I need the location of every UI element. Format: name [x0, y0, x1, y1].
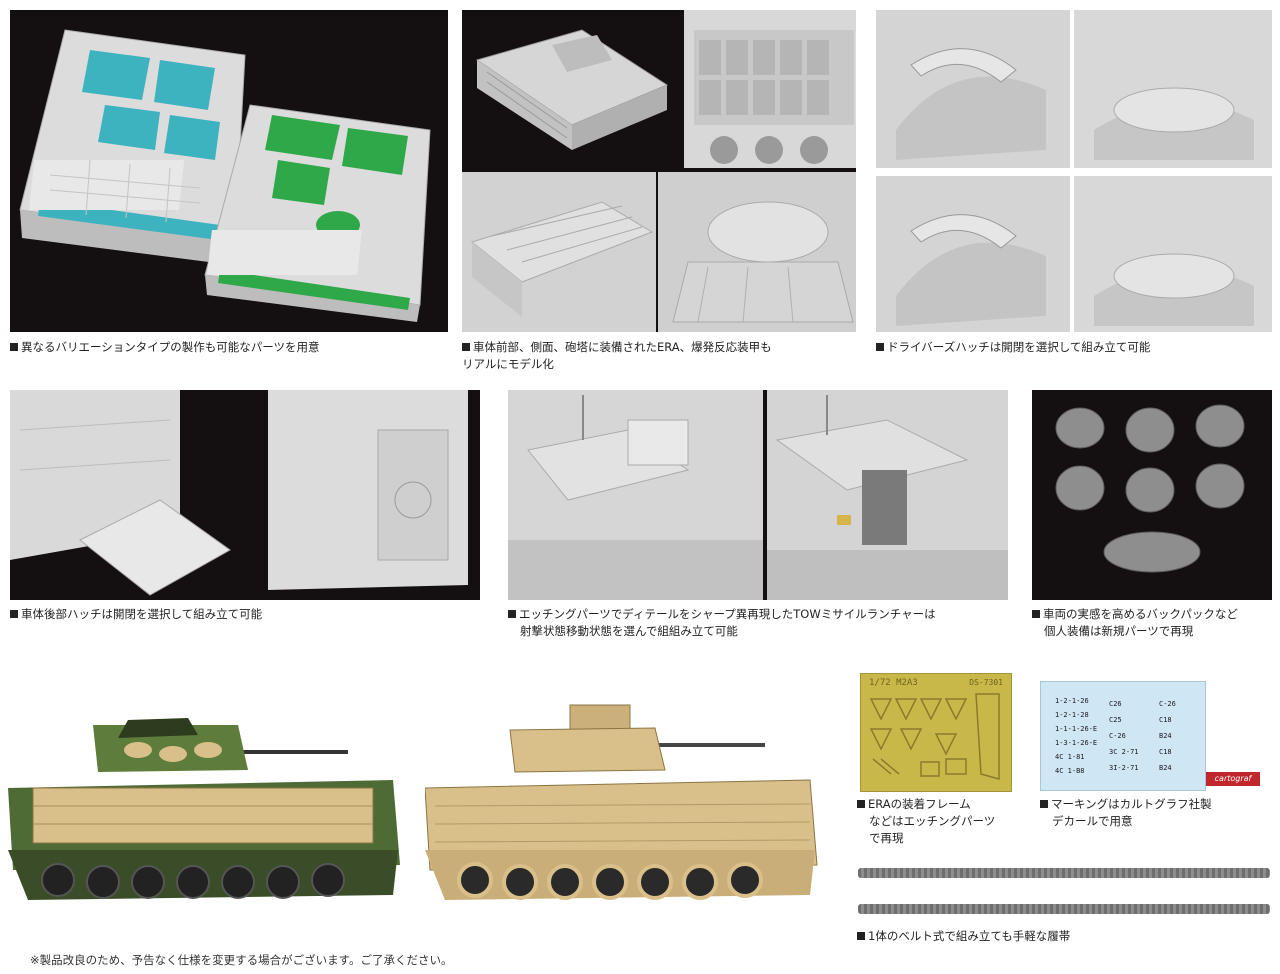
decal-col-left: 1-2-1-26 1-2-1-28 1-1-1-26-E 1-3-1-26-E … — [1055, 697, 1098, 775]
desert-profile — [425, 700, 820, 905]
etching-sheet-title: 1/72 M2A3 — [869, 678, 918, 688]
tow-panel — [508, 390, 1008, 600]
caption-backpack: 車両の実感を高めるバックパックなど 個人装備は新規パーツで再現 — [1032, 606, 1238, 640]
caption-variation: 異なるバリエーションタイプの製作も可能なパーツを用意 — [10, 339, 320, 356]
bullet-square-icon — [508, 610, 516, 618]
caption-marking: マーキングはカルトグラフ社製 デカールで用意 — [1040, 796, 1212, 830]
green-variant-kit — [204, 104, 431, 322]
bullet-square-icon — [876, 343, 884, 351]
era-side-view — [684, 10, 856, 168]
caption-etching: ERAの装着フレーム などはエッチングパーツ で再現 — [857, 796, 995, 847]
woodland-camo-profile — [8, 700, 403, 905]
footnote: ※製品改良のため、予告なく仕様を変更する場合がございます。ご了承ください。 — [30, 953, 453, 967]
track-link-2 — [858, 904, 1270, 914]
caption-rear-hatch: 車体後部ハッチは開閉を選択して組み立て可能 — [10, 606, 262, 623]
decal-sheet: 1-2-1-26 1-2-1-28 1-1-1-26-E 1-3-1-26-E … — [1040, 681, 1206, 791]
track-link-1 — [858, 868, 1270, 878]
era-turret-view — [658, 172, 856, 332]
bullet-square-icon — [462, 343, 470, 351]
hatch-open-2 — [1074, 176, 1272, 332]
teal-variant-kit — [19, 29, 246, 265]
bullet-square-icon — [1040, 800, 1048, 808]
driver-hatch-panel — [876, 10, 1272, 332]
tracks-illustration — [858, 862, 1270, 922]
decal-col-right: C-26 C18 B24 C18 B24 — [1159, 700, 1176, 772]
rear-hatch-panel — [10, 390, 480, 600]
variation-panel — [10, 10, 448, 332]
cartograf-logo: cartograf — [1206, 772, 1260, 786]
caption-tracks: 1体のベルト式で組み立ても手軽な履帯 — [857, 928, 1070, 945]
backpack-panel — [1032, 390, 1272, 600]
backpacks-illustration — [1055, 404, 1245, 573]
era-iso-view — [462, 10, 682, 168]
rear-hatch-closed-view — [268, 390, 480, 600]
caption-tow: エッチングパーツでディテールをシャープ異再現したTOWミサイルランチャーは 射撃… — [508, 606, 936, 640]
caption-era: 車体前部、側面、砲塔に装備されたERA、爆発反応装甲も リアルにモデル化 — [462, 340, 772, 371]
decal-col-mid: C26 C25 C-26 3C 2-71 3I-2-71 — [1109, 700, 1139, 772]
hatch-closed-2 — [876, 176, 1070, 332]
bullet-square-icon — [857, 800, 865, 808]
caption-driver-hatch: ドライバーズハッチは開閉を選択して組み立て可能 — [876, 339, 1150, 356]
etching-sheet: 1/72 M2A3 DS-7301 — [860, 673, 1012, 792]
bullet-square-icon — [10, 343, 18, 351]
era-front-view — [462, 172, 656, 332]
rear-hatch-open-view — [10, 390, 240, 600]
hatch-closed-1 — [876, 10, 1070, 168]
tow-firing-view — [508, 390, 763, 600]
era-panel — [462, 10, 856, 332]
variation-kits-illustration — [19, 29, 431, 322]
bullet-square-icon — [857, 932, 865, 940]
bullet-square-icon — [1032, 610, 1040, 618]
tow-travel-view — [767, 390, 1008, 600]
etching-sheet-code: DS-7301 — [969, 678, 1003, 687]
bullet-square-icon — [10, 610, 18, 618]
hatch-open-1 — [1074, 10, 1272, 168]
